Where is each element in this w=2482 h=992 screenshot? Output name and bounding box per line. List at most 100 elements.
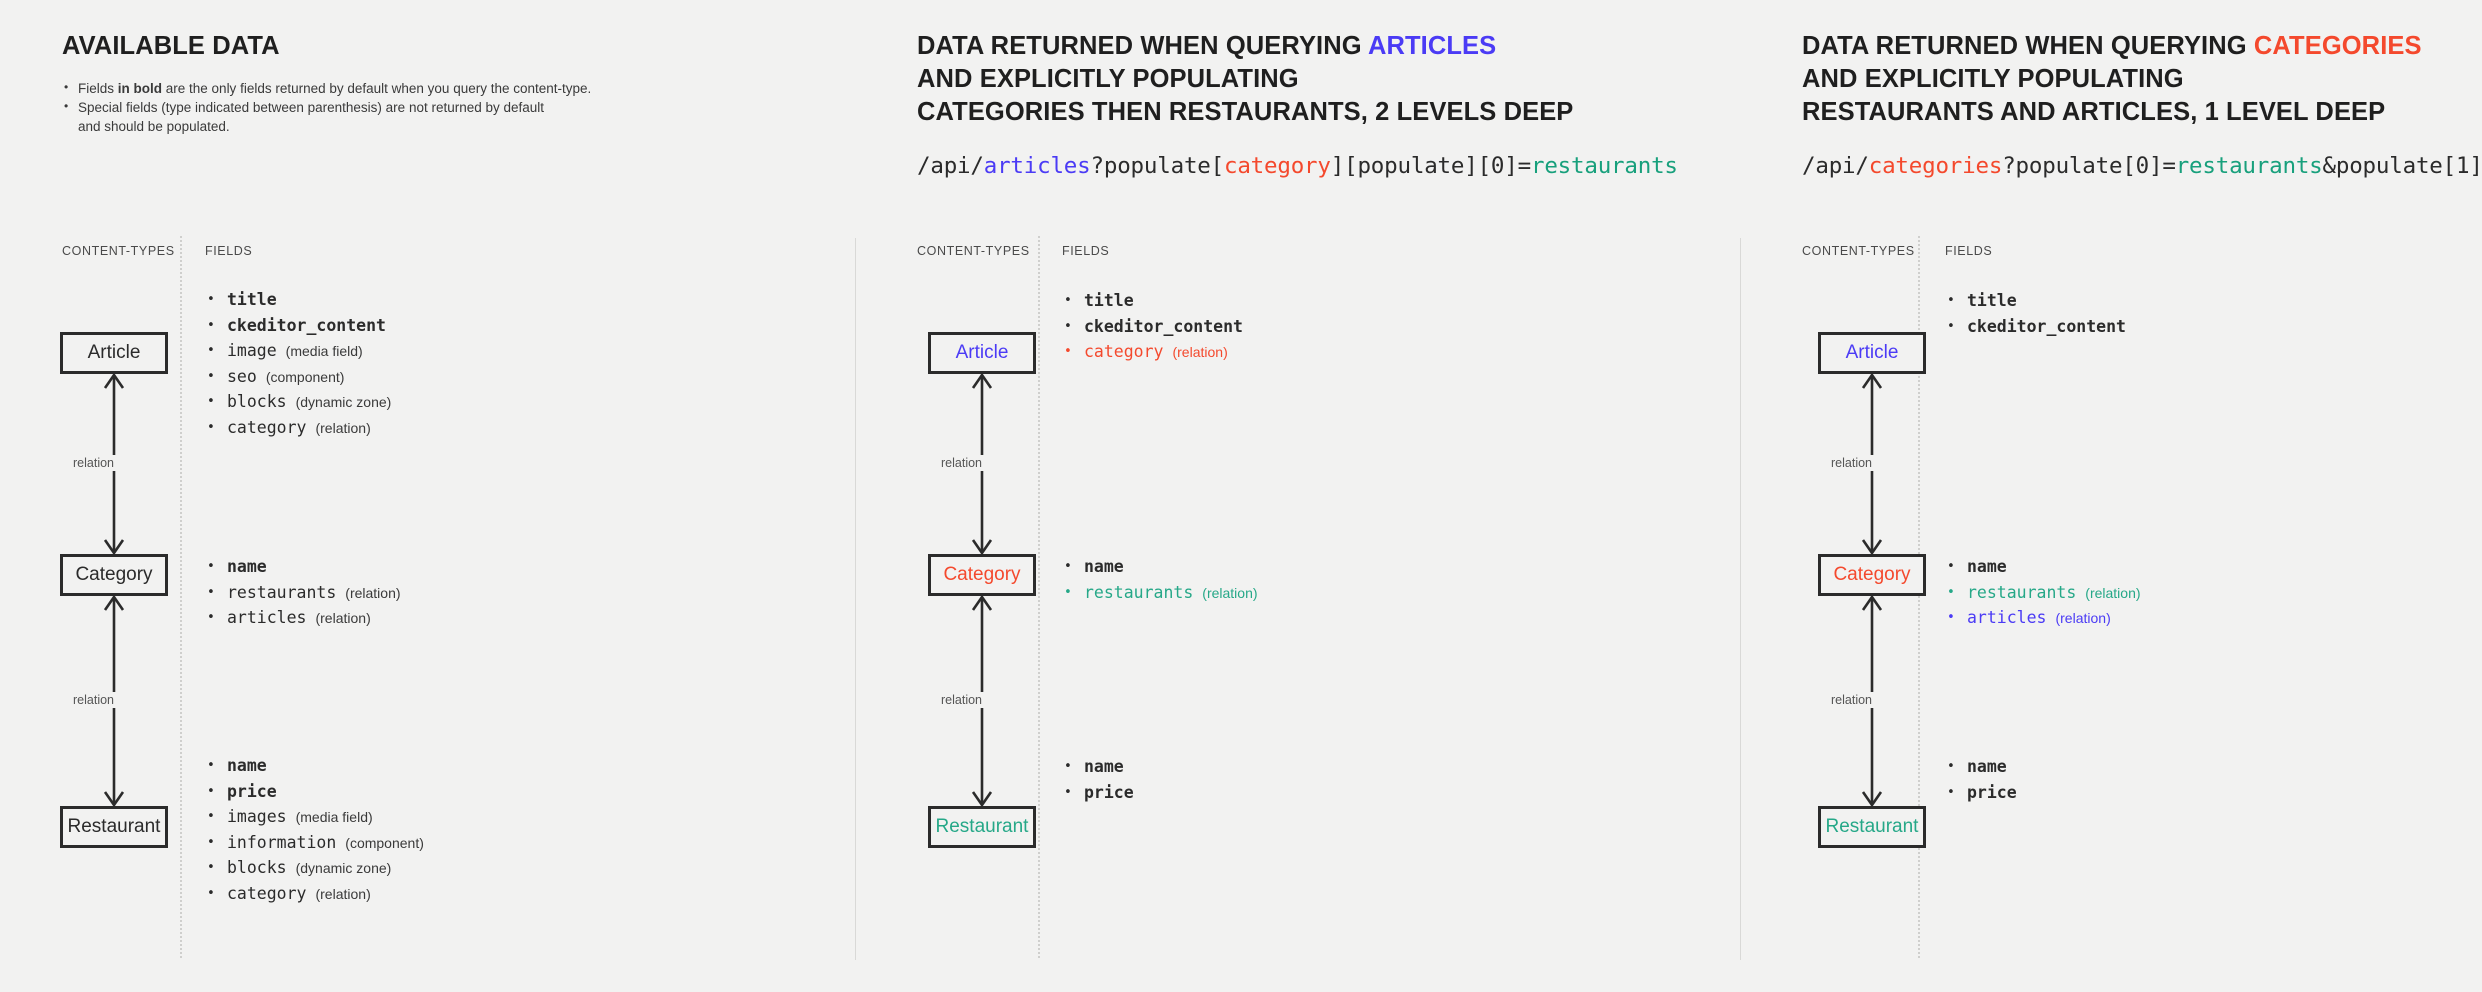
field-type: (relation) bbox=[2085, 584, 2141, 601]
url-token: articles bbox=[983, 153, 1091, 179]
column-header-content-types: CONTENT-TYPES bbox=[62, 244, 175, 258]
content-type-label: Restaurant bbox=[1825, 816, 1919, 837]
page-title: AVAILABLE DATA bbox=[62, 32, 280, 60]
field-item: information (component) bbox=[205, 830, 424, 856]
column-divider-dotted bbox=[1038, 236, 1040, 958]
panel-divider-1 bbox=[1740, 238, 1741, 960]
content-type-label: Restaurant bbox=[67, 816, 161, 837]
field-name: ckeditor_content bbox=[1967, 316, 2126, 336]
field-type: (dynamic zone) bbox=[295, 860, 392, 876]
field-name: information bbox=[227, 832, 337, 852]
content-type-label: Category bbox=[943, 564, 1021, 585]
content-type-box-restaurant: Restaurant bbox=[928, 806, 1036, 848]
field-type: (relation) bbox=[2055, 610, 2111, 626]
field-item: title bbox=[205, 287, 391, 313]
field-group-restaurant: name price images (media field) information (… bbox=[205, 753, 424, 906]
content-type-label: Category bbox=[1833, 564, 1911, 585]
content-type-box-article: Article bbox=[928, 332, 1036, 374]
field-item: images (media field) bbox=[205, 804, 424, 830]
panel-header-available-data: AVAILABLE DATA Fields in bold are the onl… bbox=[62, 30, 872, 136]
content-type-box-restaurant: Restaurant bbox=[1818, 806, 1926, 848]
field-group-article: titleckeditor_content bbox=[1945, 288, 2126, 339]
field-item: blocks (dynamic zone) bbox=[205, 389, 391, 415]
url-token: &populate[1]= bbox=[2322, 153, 2482, 179]
field-type: (component) bbox=[345, 834, 424, 851]
title-text: DATA RETURNED WHEN QUERYING bbox=[1802, 32, 2254, 60]
note-item: Special fields (type indicated between p… bbox=[62, 97, 872, 117]
field-type: (relation) bbox=[315, 885, 371, 902]
url-token: ?populate[0]= bbox=[2002, 153, 2176, 179]
field-item: image (media field) bbox=[205, 338, 391, 364]
field-item: name bbox=[1062, 554, 1258, 580]
field-name: ckeditor_content bbox=[1084, 316, 1243, 336]
field-type: (component) bbox=[265, 368, 345, 385]
field-name: ckeditor_content bbox=[227, 315, 386, 335]
title-line-2: AND EXPLICITLY POPULATING bbox=[917, 65, 1299, 93]
field-type: (relation) bbox=[345, 584, 401, 601]
content-type-box-category: Category bbox=[1818, 554, 1926, 596]
field-type: (relation) bbox=[315, 419, 371, 436]
note-item: Fields in bold are the only fields retur… bbox=[62, 78, 872, 98]
api-url: /api/categories?populate[0]=restaurants&… bbox=[1802, 151, 2482, 181]
field-item: category(relation) bbox=[205, 881, 424, 907]
column-header-fields: FIELDS bbox=[1062, 244, 1110, 258]
field-name: image bbox=[227, 341, 277, 360]
url-token: /api/ bbox=[1802, 153, 1869, 179]
column-header-content-types: CONTENT-TYPES bbox=[917, 244, 1030, 258]
field-item: category(relation) bbox=[205, 415, 391, 441]
content-type-box-category: Category bbox=[60, 554, 168, 596]
field-item: category(relation) bbox=[1062, 339, 1243, 365]
field-item: restaurants(relation) bbox=[1062, 580, 1258, 606]
panel-title: DATA RETURNED WHEN QUERYING ARTICLES AND … bbox=[917, 30, 1727, 129]
field-name: name bbox=[1967, 757, 2007, 776]
api-url: /api/articles?populate[category][populat… bbox=[917, 151, 1727, 181]
panel-available-data: AVAILABLE DATAFields in bold are the onl… bbox=[0, 0, 855, 992]
field-name: seo bbox=[227, 366, 257, 386]
relation-label: relation bbox=[68, 692, 119, 708]
field-name: restaurants bbox=[227, 582, 337, 602]
url-token: ][populate][0]= bbox=[1330, 153, 1531, 179]
url-token: ?populate[ bbox=[1090, 153, 1225, 179]
title-text: DATA RETURNED WHEN QUERYING bbox=[917, 32, 1368, 60]
field-type: (dynamic zone) bbox=[295, 394, 392, 410]
field-name: images bbox=[227, 807, 287, 826]
content-type-box-restaurant: Restaurant bbox=[60, 806, 168, 848]
field-group-category: name restaurants(relation) bbox=[1062, 554, 1258, 605]
field-name: price bbox=[1967, 782, 2017, 802]
field-type: (media field) bbox=[295, 809, 373, 825]
relation-label: relation bbox=[936, 455, 987, 471]
field-name: title bbox=[1084, 291, 1134, 310]
field-name: title bbox=[227, 290, 277, 309]
field-name: blocks bbox=[227, 392, 287, 411]
column-divider-dotted bbox=[180, 236, 182, 958]
field-type: (relation) bbox=[315, 610, 371, 626]
url-token: /api/ bbox=[917, 153, 984, 179]
field-name: name bbox=[227, 756, 267, 775]
field-item: name bbox=[205, 753, 424, 779]
content-type-label: Category bbox=[75, 564, 153, 585]
field-name: category bbox=[1084, 342, 1164, 361]
field-item: seo (component) bbox=[205, 364, 391, 390]
field-item: title bbox=[1062, 288, 1243, 314]
field-type: (media field) bbox=[285, 343, 363, 359]
field-type: (relation) bbox=[1202, 584, 1258, 601]
title-accent: ARTICLES bbox=[1367, 32, 1497, 60]
field-name: name bbox=[1967, 557, 2007, 576]
title-line-3: CATEGORIES THEN RESTAURANTS, 2 LEVELS DE… bbox=[917, 98, 1574, 126]
field-name: name bbox=[1084, 557, 1124, 576]
relation-label: relation bbox=[1826, 455, 1877, 471]
relation-label: relation bbox=[1826, 692, 1877, 708]
content-type-box-article: Article bbox=[1818, 332, 1926, 374]
field-name: price bbox=[227, 781, 277, 801]
field-item: price bbox=[1062, 780, 1134, 806]
title-line-3: RESTAURANTS AND ARTICLES, 1 LEVEL DEEP bbox=[1802, 98, 2386, 126]
field-name: articles bbox=[227, 608, 307, 627]
panel-query-articles: DATA RETURNED WHEN QUERYING ARTICLES AND … bbox=[855, 0, 1740, 992]
field-item: name bbox=[1945, 754, 2017, 780]
content-type-label: Article bbox=[955, 342, 1009, 363]
field-item: ckeditor_content bbox=[1945, 314, 2126, 340]
